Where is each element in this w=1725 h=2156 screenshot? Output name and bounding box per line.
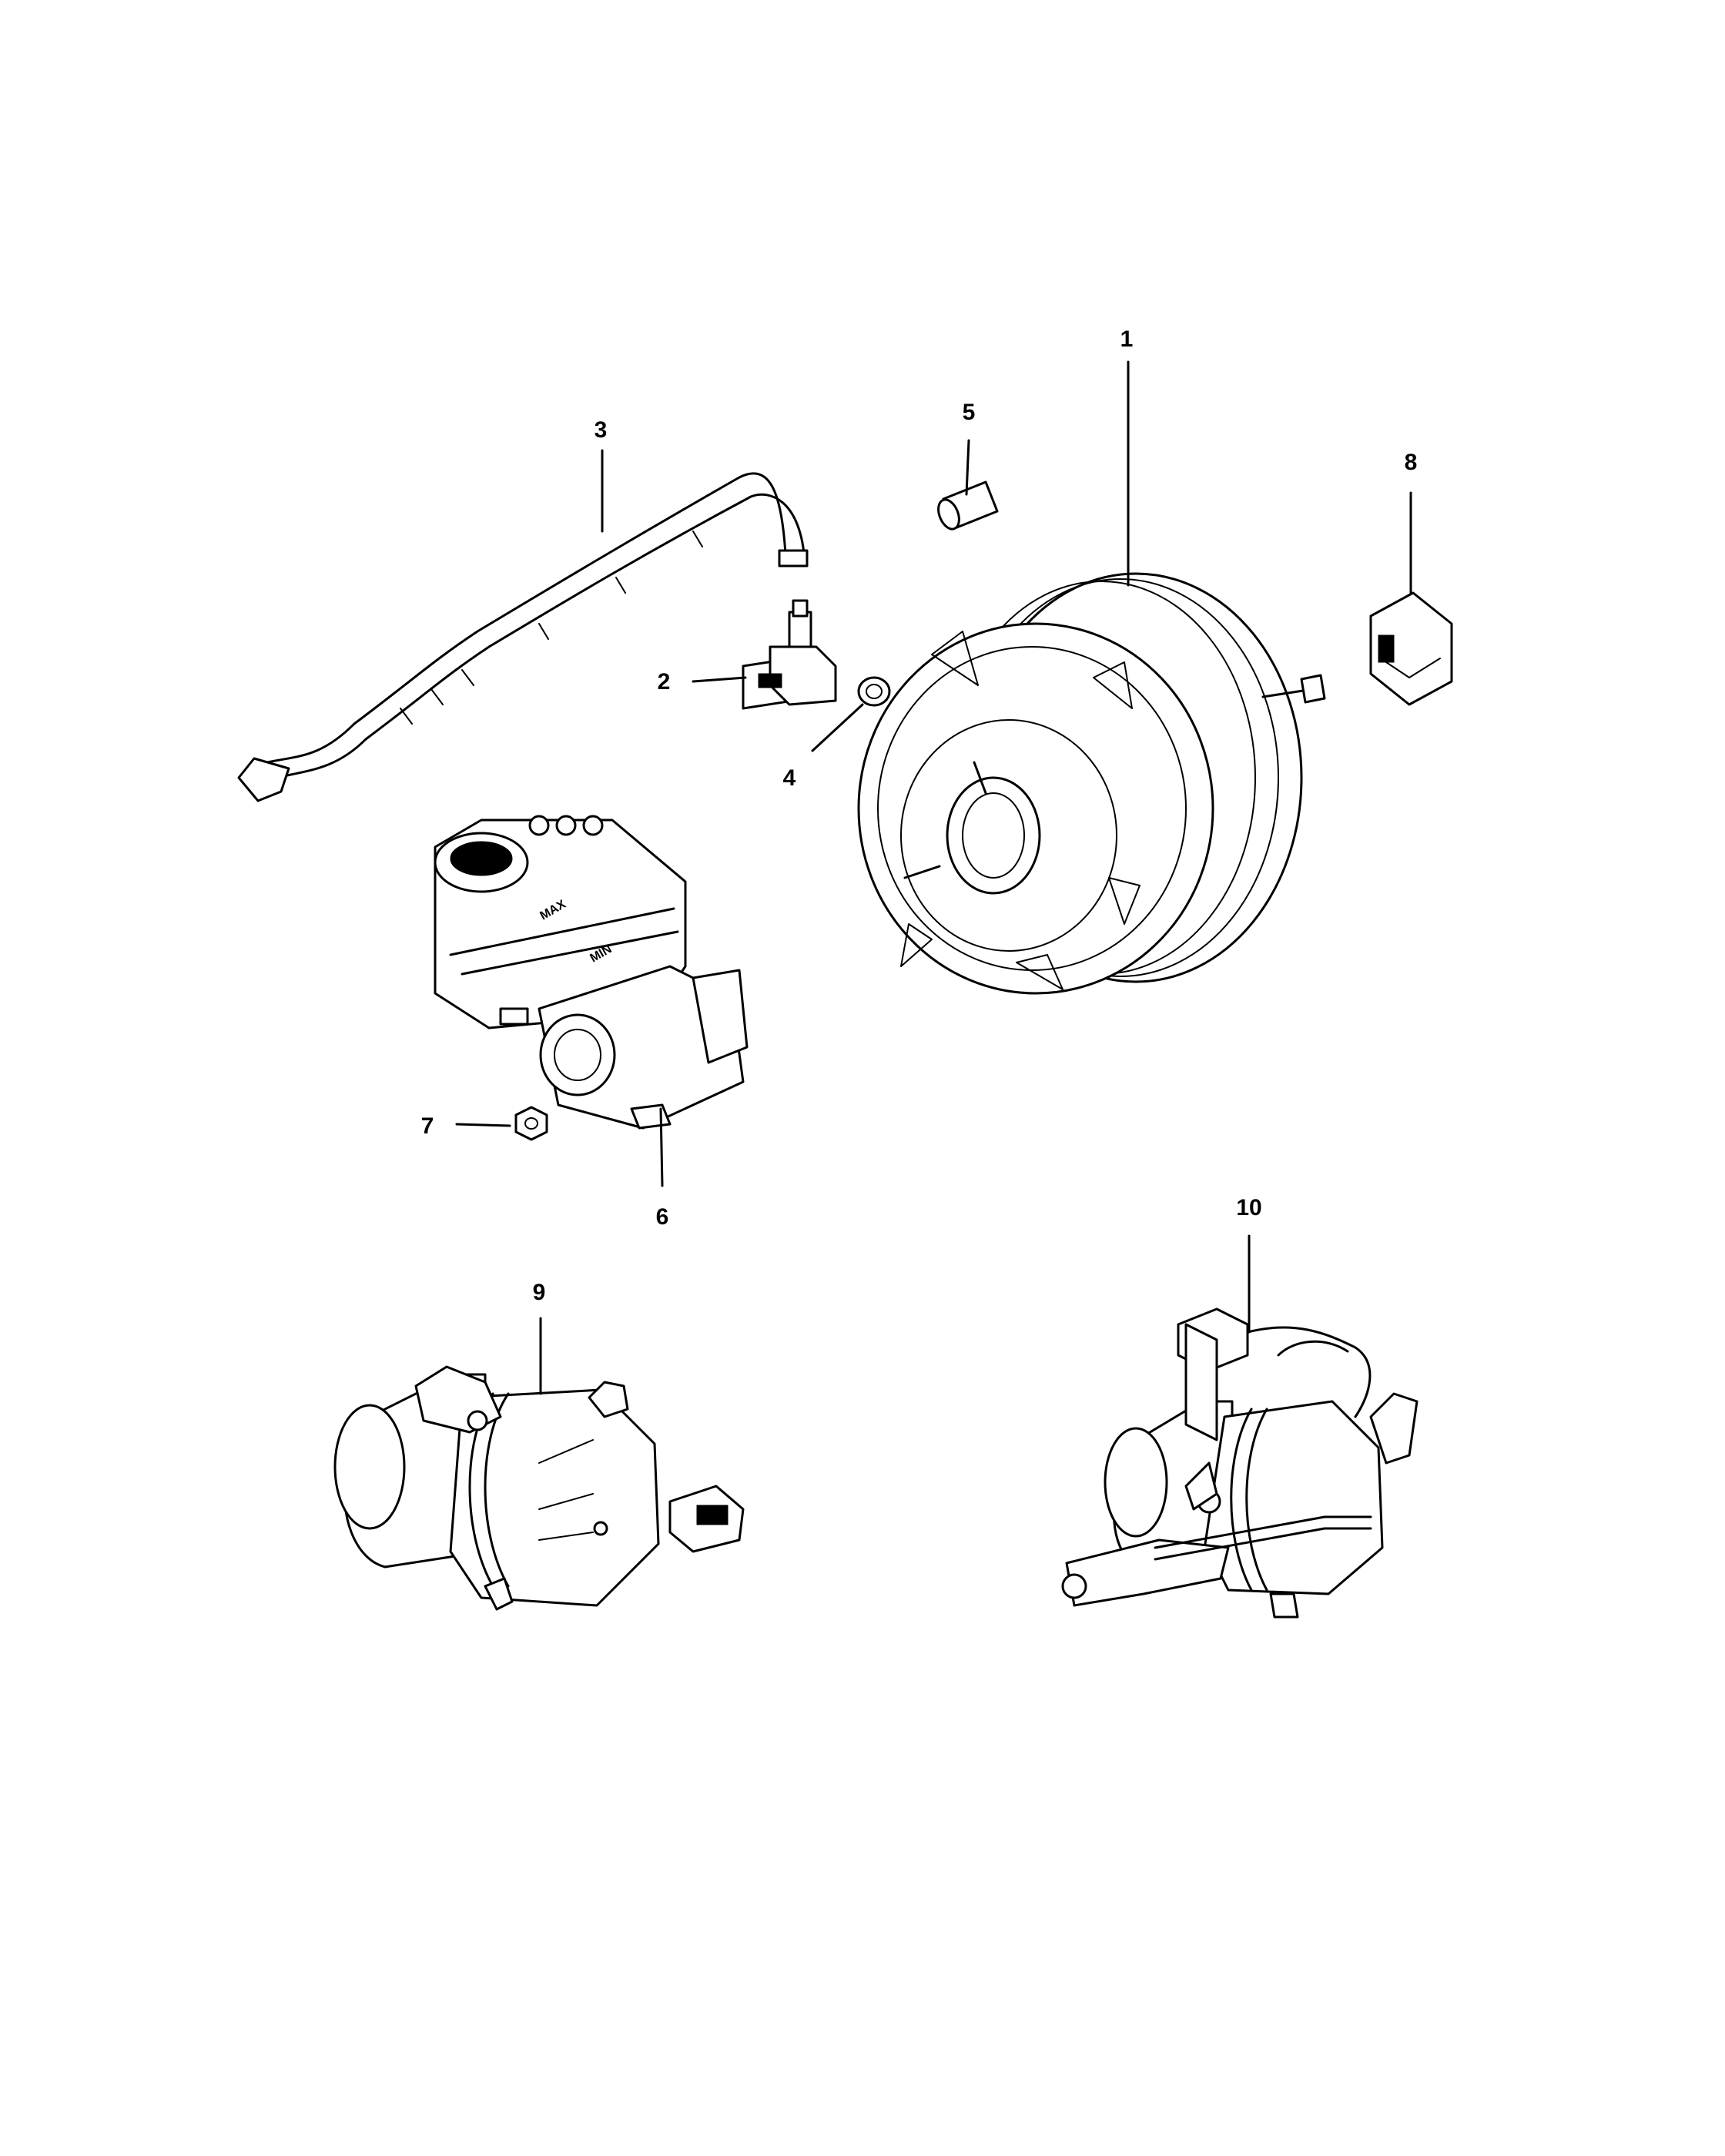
part-8-sensor[interactable] [1369,591,1453,706]
callout-2-label: 2 [658,669,671,695]
callout-1: 1 [1120,326,1134,587]
callout-2: 2 [658,669,747,695]
callout-3: 3 [595,417,608,533]
callout-8-label: 8 [1405,450,1418,475]
callout-7: 7 [421,1113,511,1139]
callout-10: 10 [1236,1195,1262,1334]
callout-9: 9 [533,1280,546,1395]
part-6-master-cylinder[interactable]: MAX MIN [434,815,749,1130]
callout-9-label: 9 [533,1280,546,1305]
part-7-nut[interactable] [514,1106,548,1141]
part-10-vacuum-pump-bracket[interactable] [1061,1307,1419,1619]
callout-6: 6 [656,1107,669,1230]
callout-8: 8 [1405,450,1418,594]
callout-7-label: 7 [421,1113,434,1139]
callout-5: 5 [963,400,976,496]
callout-1-label: 1 [1120,326,1134,352]
part-4-grommet[interactable] [857,676,891,707]
part-2-check-valve[interactable] [742,599,837,710]
part-1-brake-booster[interactable] [857,572,1326,995]
callout-10-label: 10 [1236,1195,1261,1220]
callout-4: 4 [783,703,864,791]
part-5-sleeve[interactable] [934,480,999,532]
part-9-vacuum-pump[interactable] [333,1365,745,1611]
callout-4-label: 4 [783,765,796,791]
callout-6-label: 6 [656,1204,669,1230]
callout-5-label: 5 [963,400,976,425]
part-3-vacuum-hose[interactable] [237,472,809,802]
callout-3-label: 3 [595,417,608,443]
